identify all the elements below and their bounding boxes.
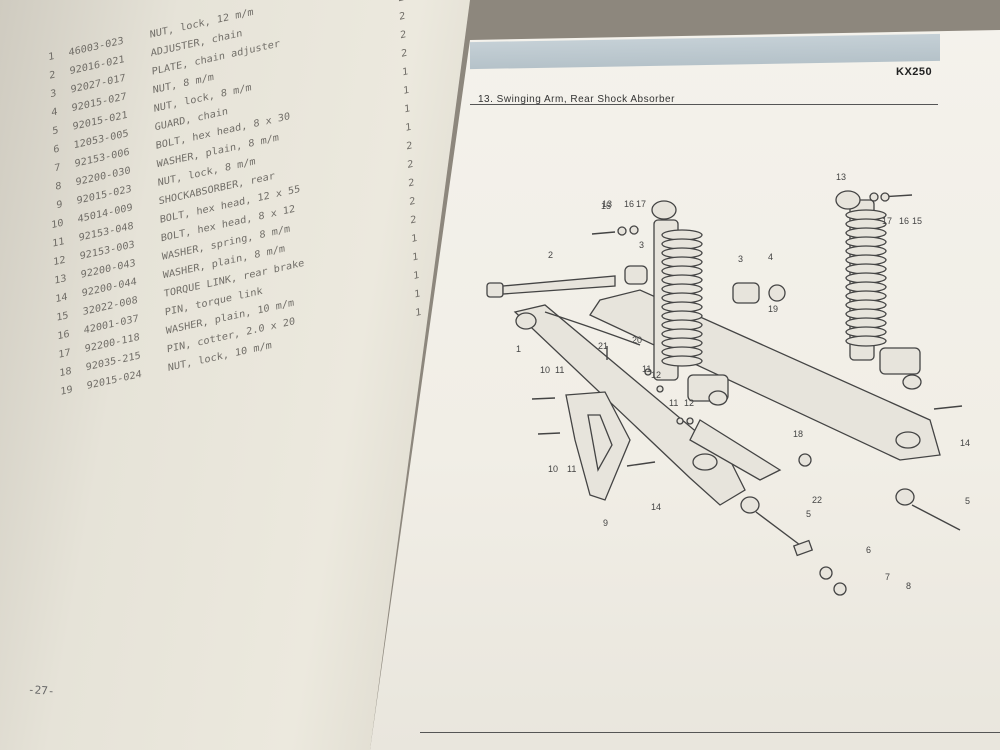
callout-label: 16: [624, 199, 634, 209]
callout-label: 14: [651, 502, 661, 512]
left-shock-absorber: [651, 200, 729, 406]
callout-label: 4: [768, 252, 773, 262]
callout-label: 1: [516, 344, 521, 354]
callout-label: 11: [669, 398, 678, 408]
callout-label: 11: [642, 364, 651, 374]
callout-label: 19: [768, 304, 778, 314]
callout-label: 18: [793, 429, 803, 439]
section-title: 13. Swinging Arm, Rear Shock Absorber: [478, 94, 675, 105]
callout-label: 8: [906, 581, 911, 591]
callout-label: 11: [555, 365, 564, 375]
footer-rule: [420, 732, 1000, 733]
callout-label: 17: [636, 199, 646, 209]
chain-adjusters: [740, 488, 961, 596]
cross-brace: [544, 311, 782, 481]
small-hardware: [531, 192, 963, 467]
callout-label: 13: [602, 199, 612, 209]
callout-label: 9: [603, 518, 608, 528]
header-rule: [470, 104, 938, 105]
callout-label: 14: [960, 438, 970, 448]
callout-label: 3: [738, 254, 743, 264]
right-swing-arm: [589, 289, 941, 461]
spacer-bushings: [624, 265, 786, 304]
callout-label: 5: [806, 509, 811, 519]
axle-bolt: [486, 275, 616, 298]
callout-label: 12: [651, 370, 661, 380]
callout-label: 13: [836, 172, 846, 182]
left-swing-arm: [513, 304, 746, 506]
callout-label: 16: [899, 216, 909, 226]
callout-label: 22: [812, 495, 822, 505]
callout-label: 2: [548, 250, 553, 260]
chain-guide: [565, 391, 631, 501]
callout-label: 17: [882, 216, 892, 226]
callout-label: 3: [639, 240, 644, 250]
callout-label: 15: [601, 201, 611, 211]
callout-label: 10: [548, 464, 558, 474]
spring-coil: [661, 355, 703, 367]
callout-label: 10: [540, 365, 550, 375]
right-shock-absorber: [835, 190, 922, 390]
callout-label: 7: [885, 572, 890, 582]
callout-label: 15: [912, 216, 922, 226]
callout-label: 20: [632, 335, 642, 345]
callout-label: 12: [684, 398, 694, 408]
callout-label: 6: [866, 545, 871, 555]
spring-coil: [845, 335, 887, 347]
model-code: KX250: [896, 66, 933, 78]
callout-label: 21: [598, 341, 608, 351]
callout-label: 11: [567, 464, 576, 474]
callout-label: 5: [965, 496, 970, 506]
